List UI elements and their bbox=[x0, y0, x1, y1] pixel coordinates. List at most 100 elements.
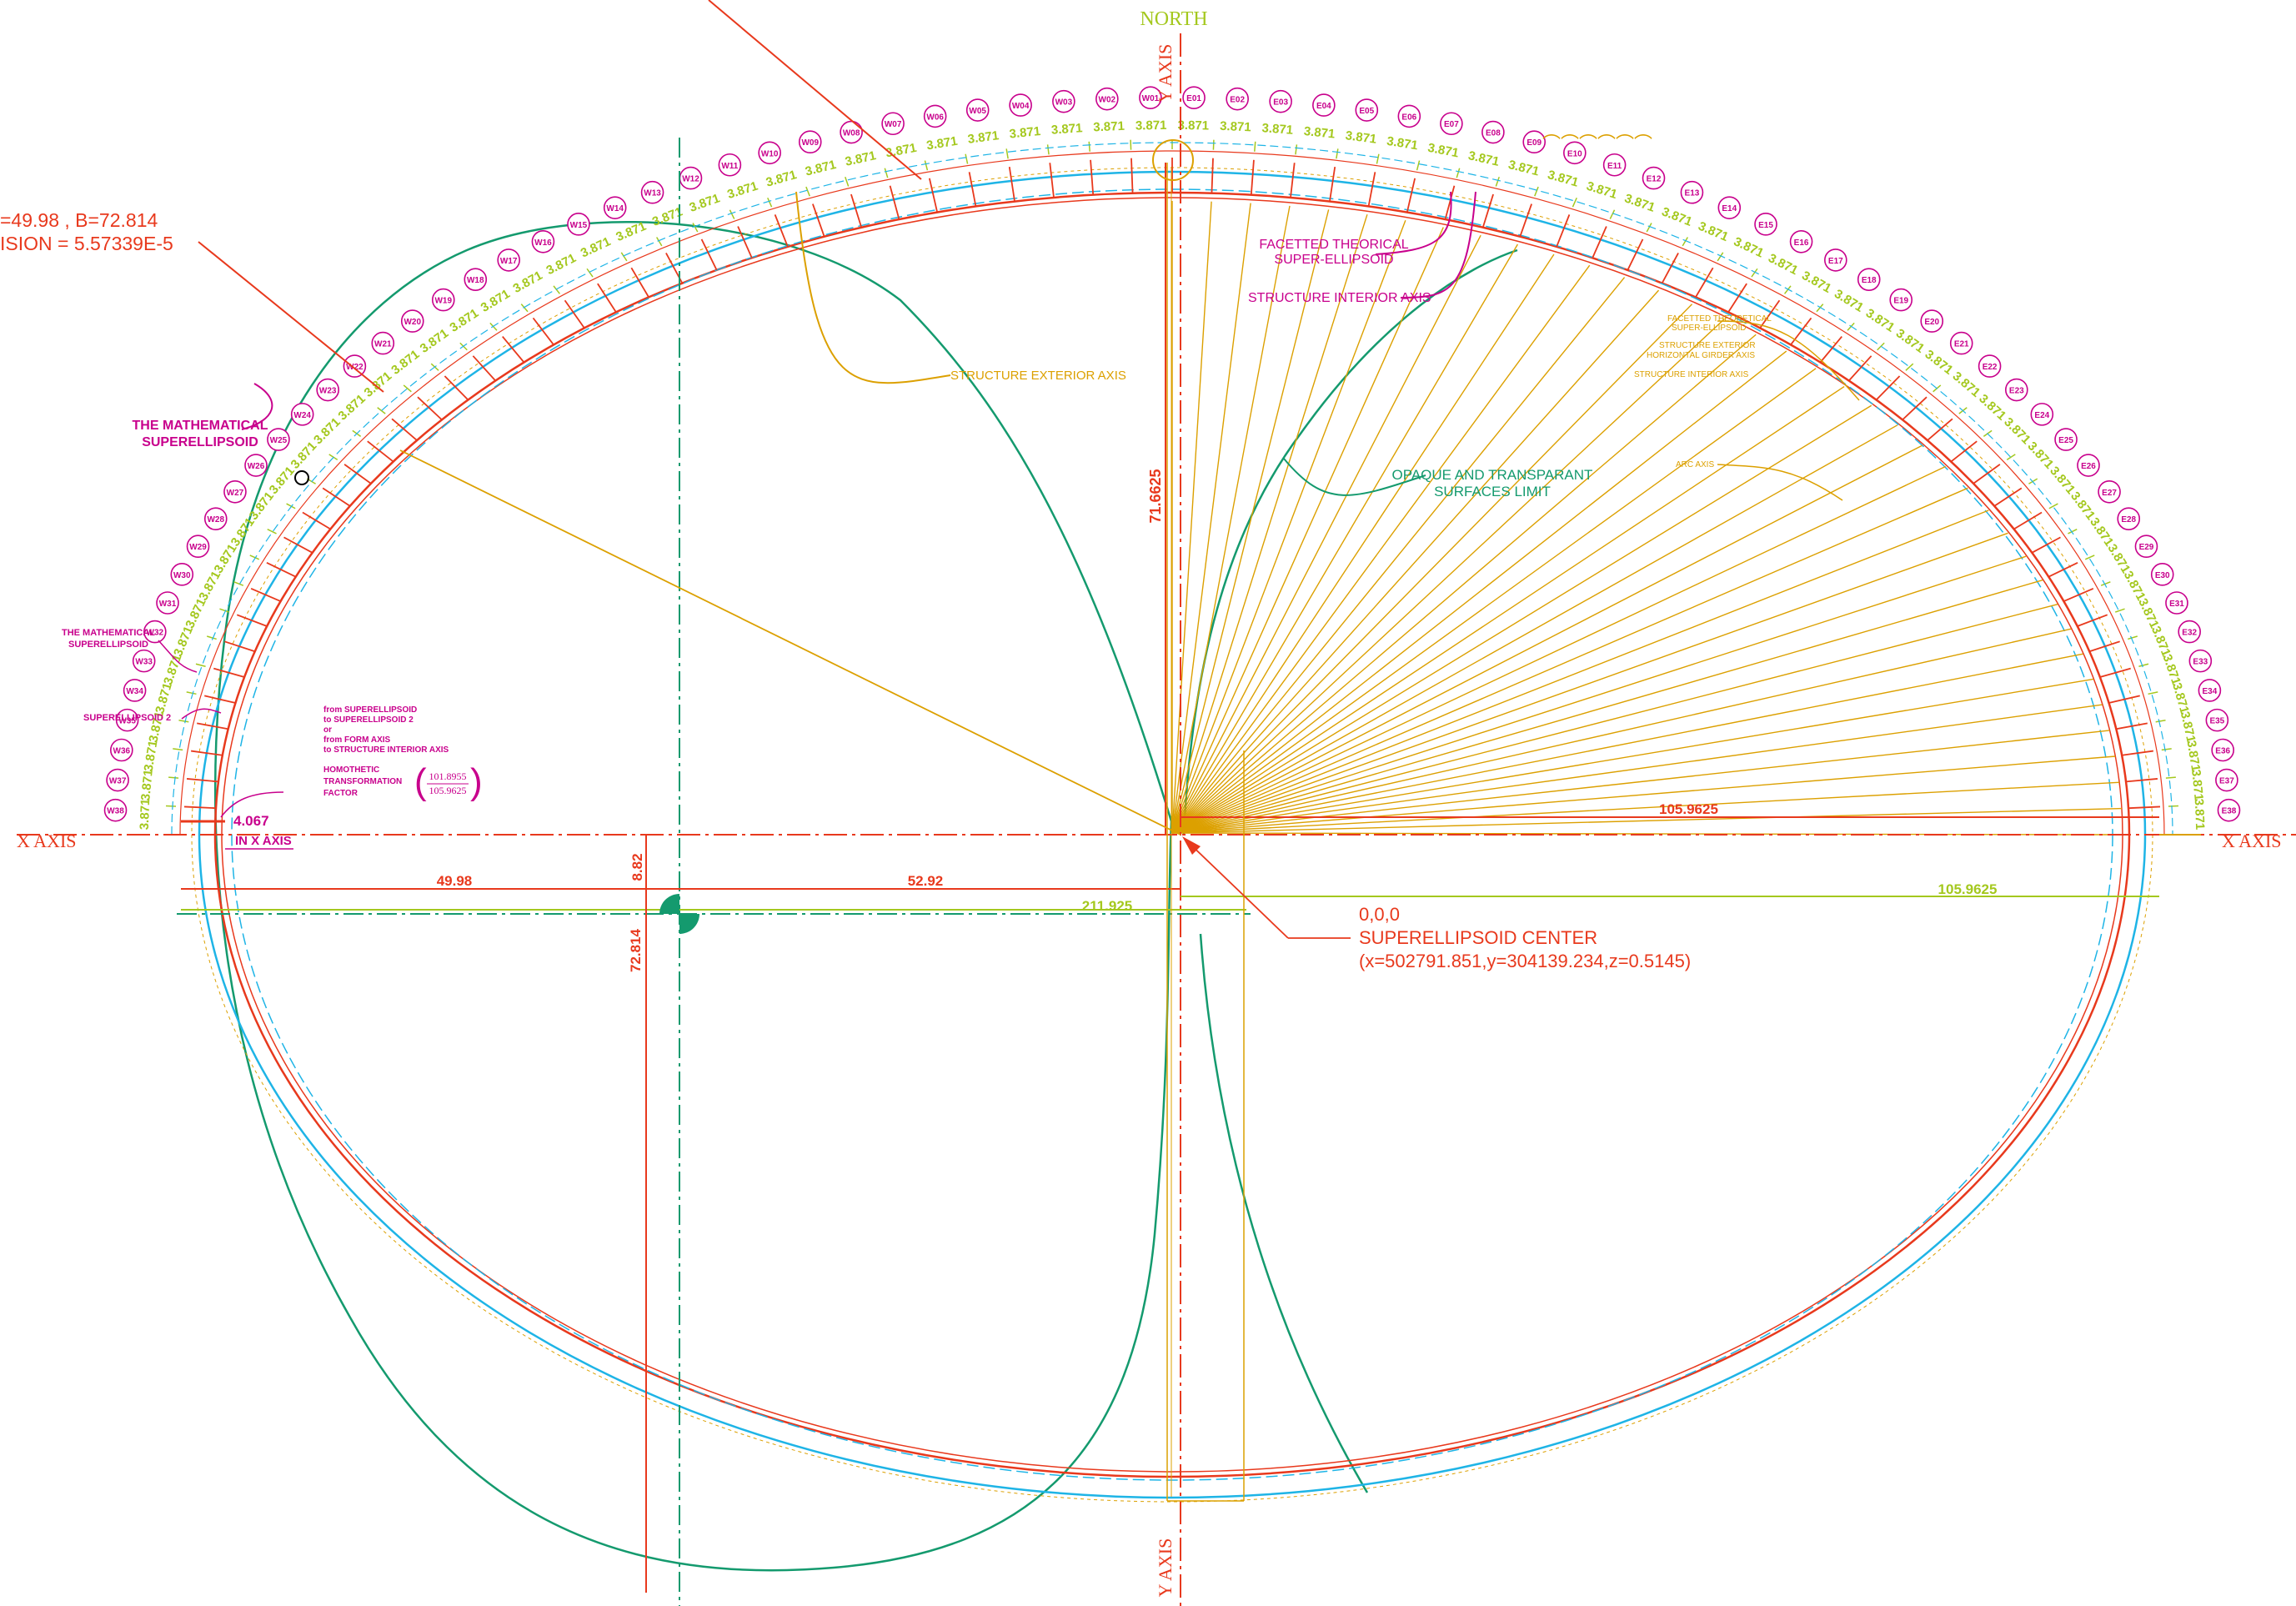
girder-tick bbox=[924, 160, 929, 171]
segment-label: W23 bbox=[319, 387, 337, 396]
structure-rib bbox=[1973, 464, 2001, 484]
arc-axis-line bbox=[1171, 730, 2110, 834]
segment-length-label: 3.871 bbox=[1696, 219, 1730, 244]
structure-rib bbox=[1406, 178, 1416, 213]
segment-length-label: 3.871 bbox=[418, 326, 451, 356]
small-facetted-label-2: SUPER-ELLIPSOID bbox=[1672, 324, 1746, 333]
segment-label: E22 bbox=[1983, 363, 1998, 372]
west-lobe-curve bbox=[214, 221, 1173, 1572]
segment-label: W03 bbox=[1055, 98, 1073, 108]
homothetic-line-1: HOMOTHETIC bbox=[323, 765, 379, 775]
segment-label: W24 bbox=[293, 411, 311, 420]
girder-tick bbox=[195, 663, 206, 667]
girder-tick bbox=[178, 719, 189, 723]
factor-paren-right: ) bbox=[470, 761, 483, 802]
north-scale-arc: ⌒⌒⌒⌒⌒⌒ bbox=[1542, 133, 1652, 154]
annotation-leaders bbox=[158, 191, 1860, 818]
params-leader bbox=[198, 241, 384, 393]
segment-length-label: 3.871 bbox=[2025, 439, 2057, 472]
segment-length-label: 3.871 bbox=[1345, 128, 1377, 147]
segment-length-label: 3.871 bbox=[1799, 269, 1833, 296]
offset-value: 4.067 bbox=[233, 813, 269, 829]
segment-label: E35 bbox=[2209, 717, 2224, 726]
structure-rib bbox=[2128, 806, 2161, 810]
segment-length-label: 3.871 bbox=[725, 179, 759, 203]
segment-label: E24 bbox=[2034, 411, 2049, 420]
segment-length-label: 3.871 bbox=[1303, 124, 1336, 142]
structure-rib bbox=[1049, 163, 1055, 198]
segment-label: W01 bbox=[1142, 94, 1160, 103]
segment-label: W06 bbox=[926, 113, 944, 122]
math-superellipsoid-label-2: SUPERELLIPSOID bbox=[142, 435, 258, 449]
north-label: NORTH bbox=[1140, 8, 1207, 30]
segment-length-label: 3.871 bbox=[885, 141, 918, 161]
girder-tick bbox=[2138, 663, 2149, 667]
structure-rib bbox=[2125, 778, 2158, 783]
segment-label: E05 bbox=[1359, 107, 1374, 116]
homothetic-line-3: FACTOR bbox=[323, 789, 358, 798]
segment-length-label: 3.871 bbox=[1660, 204, 1694, 228]
segment-length-label: 3.871 bbox=[2188, 769, 2206, 801]
segment-length-label: 3.871 bbox=[1093, 119, 1125, 135]
structure-rib bbox=[190, 750, 223, 756]
math-superellipsoid-leader bbox=[241, 383, 273, 430]
arc-axis-line bbox=[1171, 807, 2123, 834]
structure-rib bbox=[322, 487, 351, 507]
segment-label: E11 bbox=[1607, 162, 1622, 171]
structure-rib bbox=[850, 193, 863, 228]
girder-tick bbox=[2006, 454, 2016, 461]
girder-tick bbox=[1046, 144, 1050, 155]
structure-rib bbox=[1950, 440, 1978, 463]
structure-rib bbox=[197, 722, 228, 730]
superellipsoid2-leader bbox=[181, 708, 222, 720]
segment-length-label: 3.871 bbox=[288, 439, 319, 472]
segment-length-label: 3.871 bbox=[247, 489, 277, 523]
segment-bubble-w11: W11 3.871 bbox=[718, 153, 759, 203]
arc-axis-label: ARC AXIS bbox=[1676, 460, 1714, 469]
arc-axis-leader bbox=[1717, 464, 1843, 501]
dimension-lines: ⌒⌒⌒⌒⌒⌒ bbox=[181, 0, 2201, 1593]
segment-label: E02 bbox=[1230, 96, 1245, 105]
segment-length-label: 3.871 bbox=[2178, 710, 2198, 744]
arc-axis-line bbox=[1171, 289, 1660, 834]
girder-tick bbox=[1646, 223, 1652, 233]
segment-label: W11 bbox=[721, 162, 738, 171]
from-line-4: from FORM AXIS bbox=[323, 735, 391, 745]
structure-rib bbox=[367, 440, 394, 463]
outer-blue-arc bbox=[171, 142, 2173, 836]
segment-label: E10 bbox=[1567, 149, 1582, 158]
girder-tick bbox=[2161, 748, 2172, 751]
arc-axis-line bbox=[1171, 213, 1368, 834]
segment-label: W09 bbox=[801, 138, 819, 148]
structure-rib bbox=[968, 172, 977, 207]
girder-tick bbox=[692, 223, 699, 233]
arc-axis-line bbox=[1171, 227, 1444, 834]
from-line-5: to STRUCTURE INTERIOR AXIS bbox=[323, 745, 449, 755]
girder-tick bbox=[1751, 268, 1758, 278]
interior-leader bbox=[1400, 191, 1476, 299]
girder-tick bbox=[219, 608, 230, 613]
segment-label: E19 bbox=[1893, 297, 1908, 306]
girder-tick bbox=[520, 304, 529, 313]
girder-tick bbox=[1088, 141, 1090, 152]
segment-label: W38 bbox=[107, 807, 124, 816]
structure-rib bbox=[417, 396, 443, 421]
structure-rib bbox=[283, 536, 313, 554]
segment-length-label: 3.871 bbox=[153, 681, 175, 715]
arc-axis-fan bbox=[1171, 201, 2123, 836]
arc-axis-line bbox=[1171, 424, 1898, 834]
